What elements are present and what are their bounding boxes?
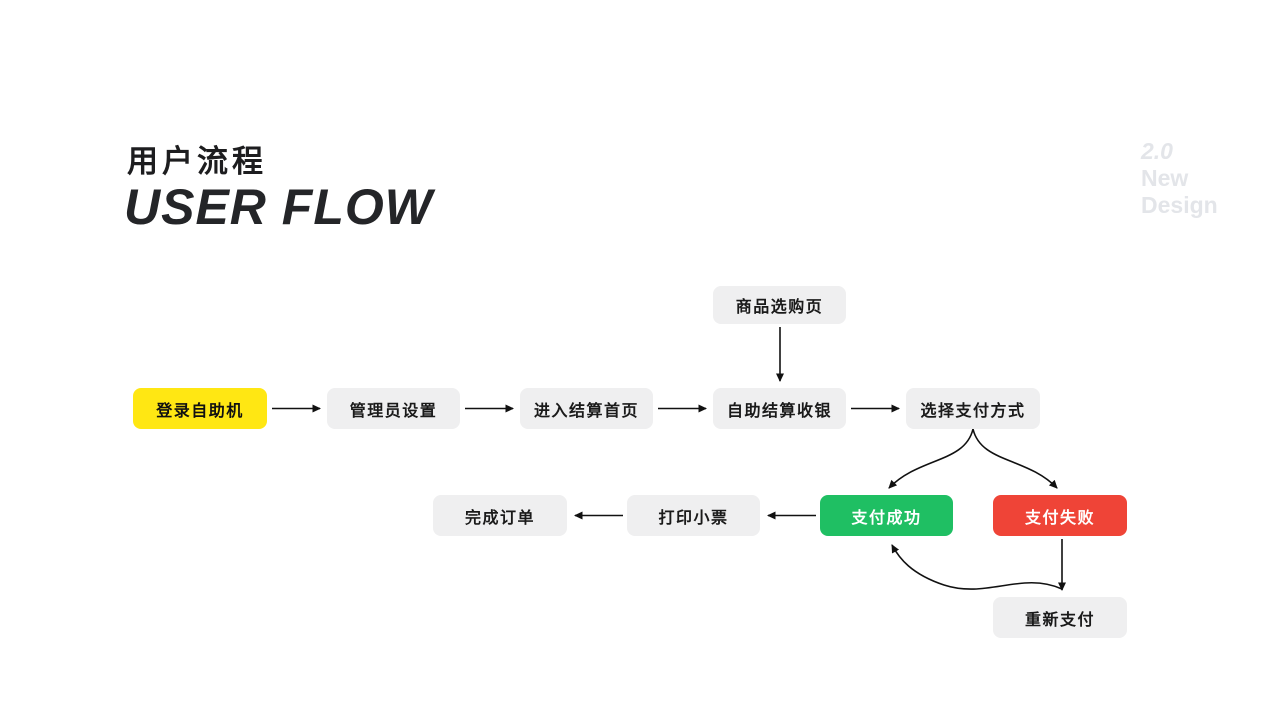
- edge-select-payment-to-failed: [972, 428, 1058, 489]
- watermark-version: 2.0: [1141, 138, 1173, 164]
- flow-node-payment-success: 支付成功: [820, 495, 953, 536]
- flow-node-select-payment-method: 选择支付方式: [906, 388, 1040, 429]
- flow-node-label: 商品选购页: [735, 299, 824, 316]
- flow-node-label: 支付失败: [1024, 509, 1095, 527]
- edge-repay-to-success: [891, 544, 1063, 590]
- flow-node-product-page: 商品选购页: [713, 286, 846, 324]
- edge-select-payment-to-success: [888, 428, 974, 489]
- flow-node-label: 进入结算首页: [533, 402, 639, 420]
- flow-node-payment-failed: 支付失败: [993, 495, 1127, 536]
- flow-node-label: 选择支付方式: [920, 402, 1026, 420]
- flow-node-enter-checkout-home: 进入结算首页: [520, 388, 653, 429]
- flow-node-label: 自助结算收银: [726, 402, 832, 420]
- flow-node-label: 完成订单: [464, 509, 535, 527]
- version-watermark: 2.0 New Design: [1141, 138, 1218, 219]
- flow-node-repay: 重新支付: [993, 597, 1127, 638]
- flow-node-admin-setup: 管理员设置: [327, 388, 460, 429]
- flow-node-label: 重新支付: [1024, 611, 1095, 629]
- flow-node-label: 登录自助机: [156, 402, 244, 420]
- flow-node-complete-order: 完成订单: [433, 495, 567, 536]
- page-title-en: USER FLOW: [124, 179, 433, 235]
- flow-node-label: 打印小票: [658, 509, 729, 527]
- watermark-line2: Design: [1141, 192, 1218, 218]
- flow-node-print-receipt: 打印小票: [627, 495, 760, 536]
- flow-node-label: 支付成功: [851, 509, 922, 527]
- flow-node-label: 管理员设置: [349, 402, 438, 420]
- page-title-zh: 用户流程: [127, 144, 267, 179]
- flow-node-self-checkout-cashier: 自助结算收银: [713, 388, 846, 429]
- watermark-line1: New: [1141, 165, 1189, 191]
- flow-node-login-kiosk: 登录自助机: [133, 388, 267, 429]
